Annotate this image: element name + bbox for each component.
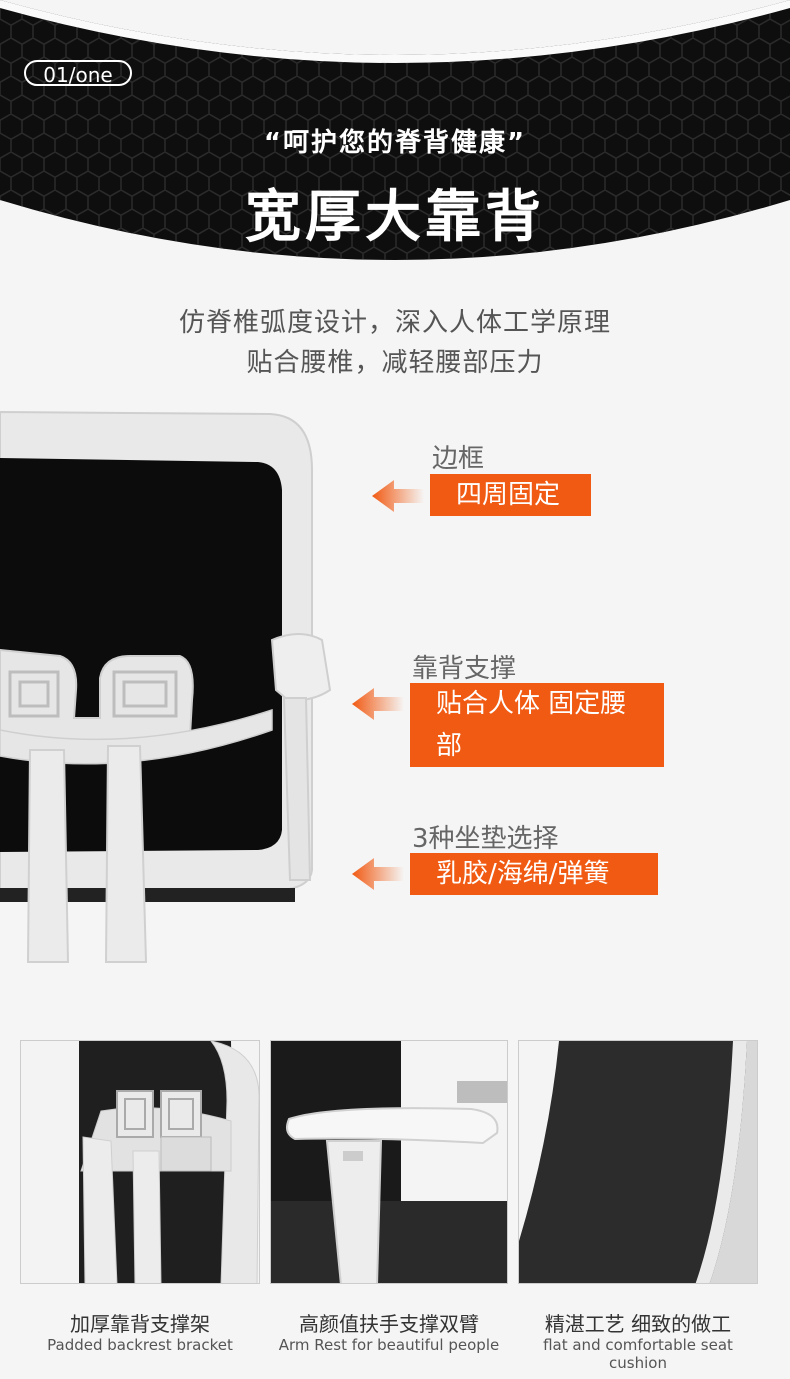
caption-cn-1: 加厚靠背支撑架 [70,1312,210,1336]
description-line-2: 贴合腰椎，减轻腰部压力 [246,348,544,378]
thumbnail-armrest [270,1040,508,1284]
caption-cn-3: 精湛工艺 细致的做工 [544,1312,732,1336]
caption-cn-2: 高颜值扶手支撑双臂 [299,1312,479,1336]
description-line-1: 仿脊椎弧度设计，深入人体工学原理 [178,308,611,338]
arrow-left-icon [352,688,404,720]
feature-title-backrest: 靠背支撑 [412,654,517,684]
caption-en-2: Arm Rest for beautiful people [278,1336,500,1354]
feature-title-cushion: 3种坐垫选择 [412,824,559,854]
thumbnail-craftsmanship [518,1040,758,1284]
feature-tag-frame: 四周固定 [430,474,591,516]
section-badge: 01/one [24,60,132,87]
caption-en-1: Padded backrest bracket [47,1336,233,1354]
thumbnail-backrest-bracket [20,1040,260,1284]
feature-tag-cushion: 乳胶/海绵/弹簧 [410,853,658,895]
caption-en-3: flat and comfortable seat cushion [543,1336,733,1372]
arrow-left-icon [372,480,424,512]
header-banner [0,0,790,260]
chair-backrest-image [0,410,332,963]
section-quote: “呵护您的脊背健康” [263,128,527,158]
feature-title-frame: 边框 [432,444,485,474]
feature-tag-backrest: 贴合人体 固定腰部 [410,683,664,767]
arrow-left-icon [352,858,404,890]
section-headline: 宽厚大靠背 [245,185,545,250]
